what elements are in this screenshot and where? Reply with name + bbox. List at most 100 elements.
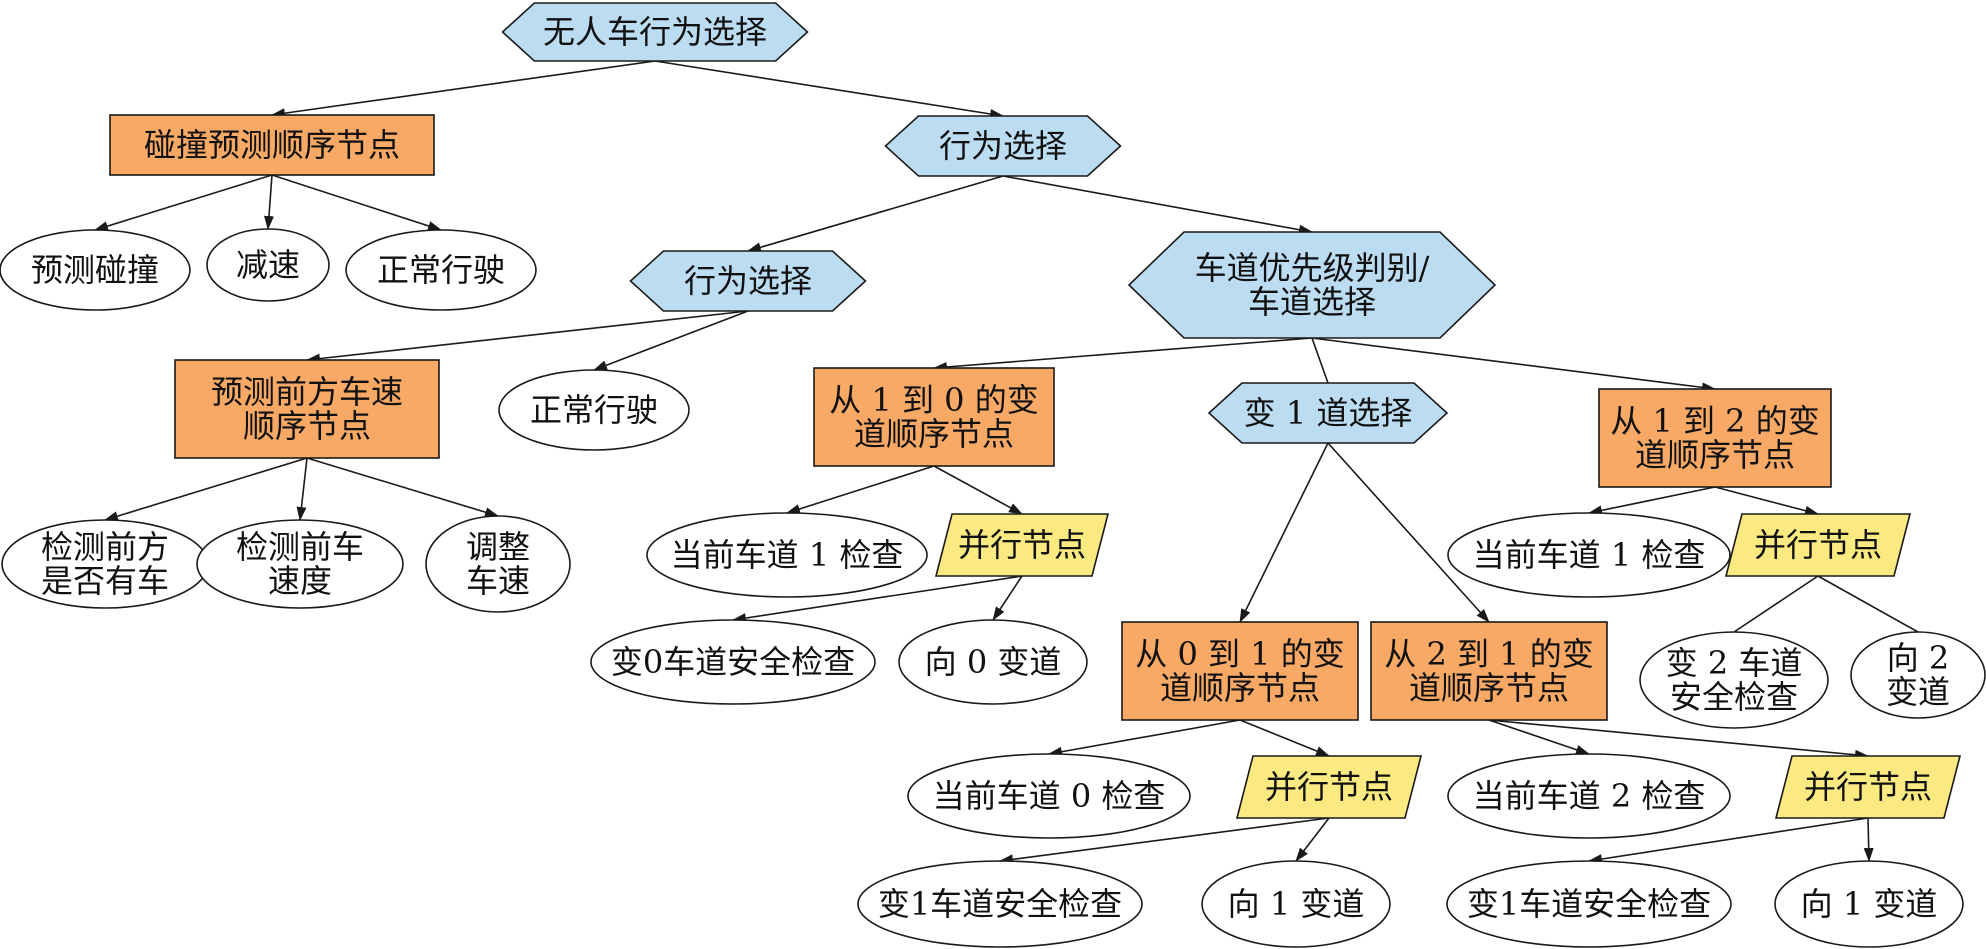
node-collision-seq: 碰撞预测顺序节点 bbox=[109, 114, 435, 176]
node-normal-drive-1: 正常行驶 bbox=[345, 229, 537, 311]
edge-root-to-collision_seq bbox=[271, 60, 656, 119]
node-label: 安全检查 bbox=[1670, 678, 1798, 716]
node-label: 当前车道 1 检查 bbox=[671, 536, 904, 574]
node-check-lane1-a: 当前车道 1 检查 bbox=[646, 512, 928, 598]
node-shape-rect bbox=[813, 367, 1055, 467]
node-label: 向 1 变道 bbox=[1801, 885, 1938, 923]
node-root: 无人车行为选择 bbox=[501, 2, 809, 62]
node-label: 道顺序节点 bbox=[1409, 669, 1569, 707]
node-label: 速度 bbox=[268, 562, 332, 600]
edge-parallel_a-to-to_lane0 bbox=[992, 575, 1023, 621]
node-label: 碰撞预测顺序节点 bbox=[144, 126, 400, 164]
node-shape-hexagon bbox=[1207, 382, 1449, 444]
edge-collision_seq-to-slow_down bbox=[263, 174, 274, 230]
node-shape-ellipse bbox=[206, 228, 330, 302]
node-label: 向 2 bbox=[1887, 639, 1950, 677]
node-label: 车道优先级判别/ bbox=[1195, 249, 1430, 287]
edge-lane_priority_sel-to-change_lane1_sel bbox=[1311, 337, 1329, 384]
edge-collision_seq-to-predict_collision bbox=[94, 174, 273, 231]
edge-lane_0_to_1_seq-to-parallel_c bbox=[1239, 719, 1330, 757]
edge-change_lane1_sel-to-lane_0_to_1_seq bbox=[1239, 442, 1329, 623]
edge-root-to-behavior_sel_1 bbox=[654, 60, 1004, 119]
edge-behavior_sel_1-to-behavior_sel_2 bbox=[747, 175, 1004, 253]
node-parallel-d: 并行节点 bbox=[1774, 755, 1962, 819]
node-shape-ellipse bbox=[1447, 512, 1731, 598]
node-label: 减速 bbox=[236, 246, 300, 284]
node-label: 从 1 到 0 的变 bbox=[829, 381, 1038, 419]
node-shape-rect bbox=[1370, 621, 1608, 721]
edge-parallel_b-to-to_lane2 bbox=[1817, 575, 1919, 633]
node-label: 调整 bbox=[466, 528, 530, 566]
node-shape-rect bbox=[1598, 388, 1832, 488]
node-check-lane1-b: 当前车道 1 检查 bbox=[1447, 512, 1731, 598]
node-shape-ellipse bbox=[907, 753, 1191, 839]
node-to-lane2: 向 2变道 bbox=[1850, 631, 1986, 719]
edge-front_speed_seq-to-adjust_speed bbox=[306, 457, 499, 518]
node-label: 检测前方 bbox=[41, 528, 169, 566]
node-label: 变道 bbox=[1886, 673, 1950, 711]
node-label: 当前车道 1 检查 bbox=[1473, 536, 1706, 574]
node-label: 当前车道 2 检查 bbox=[1473, 777, 1706, 815]
edge-change_lane1_sel-to-lane_2_to_1_seq bbox=[1327, 442, 1490, 623]
node-slow-down: 减速 bbox=[206, 228, 330, 302]
edge-lane_1_to_2_seq-to-parallel_b bbox=[1714, 486, 1819, 516]
edge-lane_1_to_0_seq-to-parallel_a bbox=[933, 465, 1023, 515]
edge-behavior_sel_2-to-normal_drive_2 bbox=[593, 310, 749, 371]
node-normal-drive-2: 正常行驶 bbox=[498, 369, 690, 451]
node-label: 检测前车 bbox=[236, 528, 364, 566]
node-shape-ellipse bbox=[857, 860, 1143, 948]
node-label: 从 0 到 1 的变 bbox=[1135, 635, 1344, 673]
node-label: 变 1 道选择 bbox=[1244, 394, 1413, 432]
node-shape-rect bbox=[109, 114, 435, 176]
node-shape-ellipse bbox=[646, 512, 928, 598]
node-label: 道顺序节点 bbox=[1160, 669, 1320, 707]
node-safety-lane2: 变 2 车道安全检查 bbox=[1639, 631, 1829, 729]
node-shape-hexagon bbox=[501, 2, 809, 62]
node-label: 向 1 变道 bbox=[1228, 885, 1365, 923]
edge-lane_priority_sel-to-lane_1_to_2_seq bbox=[1311, 337, 1716, 393]
node-shape-ellipse bbox=[1447, 753, 1731, 839]
edge-parallel_d-to-safety_lane1_b bbox=[1588, 817, 1869, 864]
node-shape-ellipse bbox=[1201, 860, 1391, 948]
node-behavior-sel-2: 行为选择 bbox=[629, 250, 867, 312]
node-shape-ellipse bbox=[196, 519, 404, 609]
edge-front_speed_seq-to-detect_front_speed bbox=[296, 457, 308, 521]
node-label: 变1车道安全检查 bbox=[878, 885, 1122, 923]
node-behavior-sel-1: 行为选择 bbox=[884, 115, 1122, 177]
node-shape-ellipse bbox=[590, 619, 876, 705]
node-shape-rect bbox=[1121, 621, 1359, 721]
node-shape-rect bbox=[174, 359, 440, 459]
node-label: 当前车道 0 检查 bbox=[933, 777, 1166, 815]
node-shape-hexagon bbox=[629, 250, 867, 312]
node-label: 行为选择 bbox=[684, 262, 812, 300]
node-to-lane1-a: 向 1 变道 bbox=[1201, 860, 1391, 948]
edge-parallel_b-to-safety_lane2 bbox=[1733, 575, 1819, 633]
edge-collision_seq-to-normal_drive_1 bbox=[271, 174, 442, 231]
node-label: 顺序节点 bbox=[243, 407, 371, 445]
node-check-lane0: 当前车道 0 检查 bbox=[907, 753, 1191, 839]
node-predict-collision: 预测碰撞 bbox=[0, 229, 191, 311]
node-label: 车速 bbox=[466, 562, 530, 600]
edge-parallel_c-to-safety_lane1_a bbox=[999, 817, 1330, 865]
node-safety-lane1-a: 变1车道安全检查 bbox=[857, 860, 1143, 948]
node-parallel-c: 并行节点 bbox=[1235, 755, 1423, 819]
edge-lane_priority_sel-to-lane_1_to_0_seq bbox=[933, 337, 1313, 372]
node-label: 预测碰撞 bbox=[31, 251, 159, 289]
edge-lane_1_to_0_seq-to-check_lane1_a bbox=[786, 465, 935, 514]
node-shape-ellipse bbox=[498, 369, 690, 451]
edge-parallel_a-to-safety_lane0 bbox=[732, 575, 1023, 623]
node-shape-hexagon bbox=[1127, 231, 1497, 339]
edge-parallel_d-to-to_lane1_b bbox=[1863, 817, 1874, 862]
node-label: 从 2 到 1 的变 bbox=[1384, 635, 1593, 673]
node-label: 正常行驶 bbox=[530, 391, 658, 429]
edge-lane_2_to_1_seq-to-parallel_d bbox=[1488, 719, 1869, 760]
node-label: 是否有车 bbox=[41, 562, 169, 600]
edge-lane_0_to_1_seq-to-check_lane0 bbox=[1048, 719, 1241, 757]
edge-lane_1_to_2_seq-to-check_lane1_b bbox=[1588, 486, 1716, 516]
